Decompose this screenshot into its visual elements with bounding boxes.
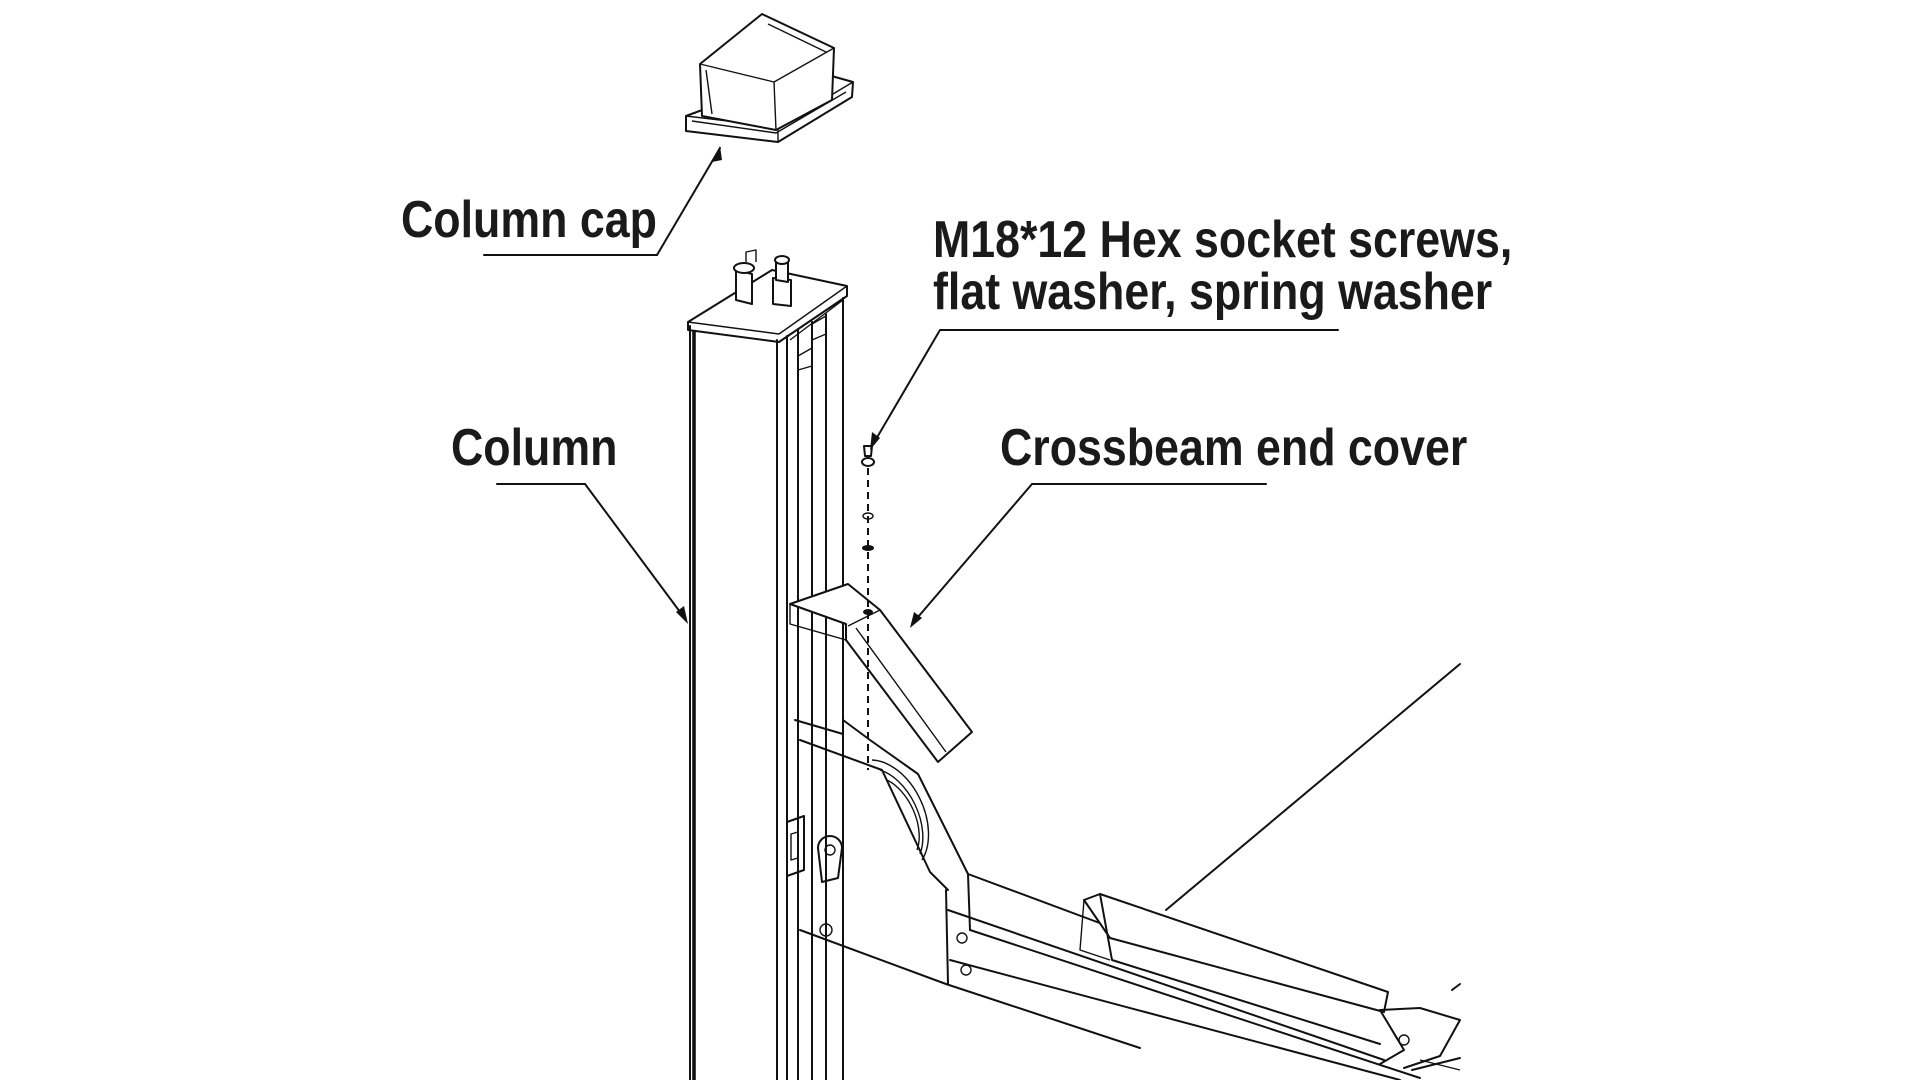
label-screws: M18*12 Hex socket screws, flat washer, s… xyxy=(933,214,1512,318)
crossbeam-part xyxy=(789,583,1461,1080)
label-screws-line1: M18*12 Hex socket screws, xyxy=(933,211,1513,269)
label-crossbeam-end-cover: Crossbeam end cover xyxy=(1000,419,1468,477)
column-part xyxy=(687,249,848,1080)
label-column: Column xyxy=(451,419,618,477)
column-cap-part xyxy=(685,13,854,143)
label-screws-line2: flat washer, spring washer xyxy=(933,263,1493,321)
leader-crossbeam xyxy=(910,483,1267,628)
label-column-cap: Column cap xyxy=(401,191,657,249)
leader-screws xyxy=(870,329,1339,450)
leader-column-cap xyxy=(483,146,722,256)
leader-column xyxy=(496,483,688,624)
